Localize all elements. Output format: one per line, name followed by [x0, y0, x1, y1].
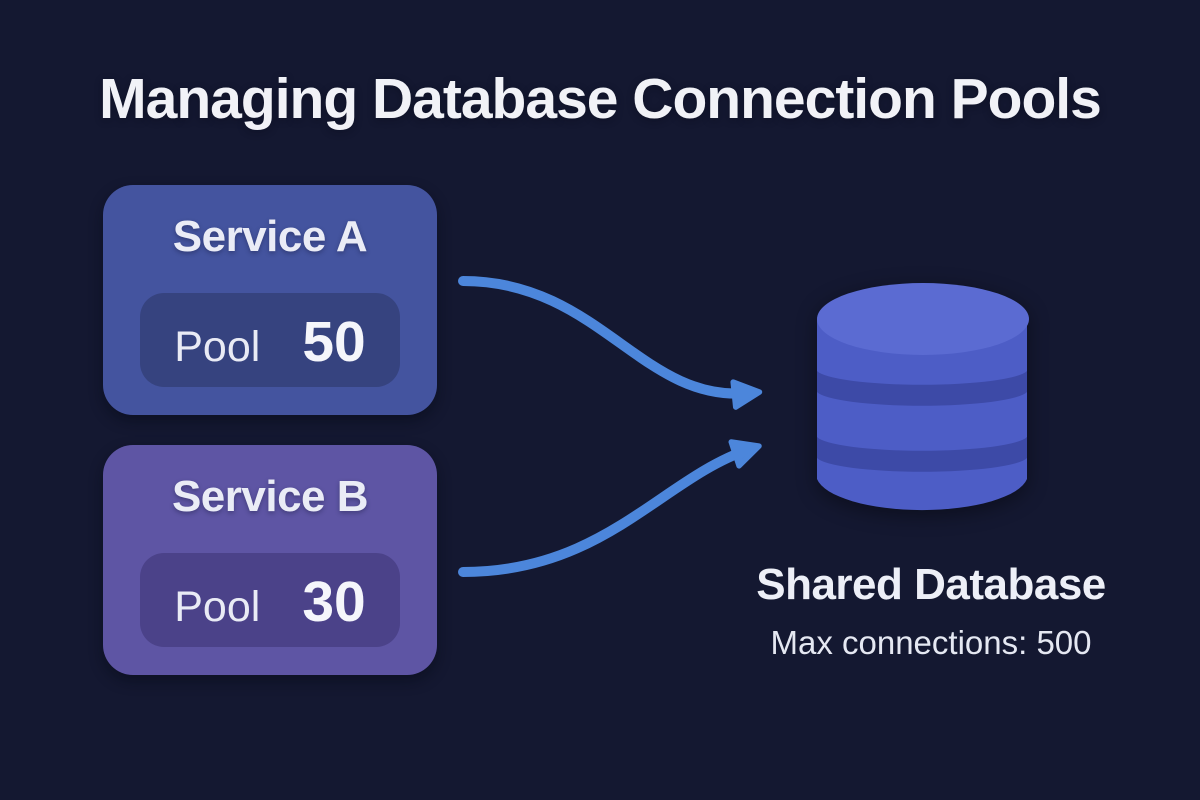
arrow-service-b-to-database-icon	[458, 439, 762, 577]
service-a-card: Service A Pool 50	[103, 185, 437, 415]
service-b-pool-size: 30	[302, 570, 366, 634]
service-a-pool-badge: Pool 50	[140, 293, 400, 387]
database-label: Shared Database	[756, 560, 1106, 609]
arrow-service-a-to-database-icon	[458, 276, 763, 410]
page-title: Managing Database Connection Pools	[99, 67, 1102, 131]
database-max-connections: Max connections: 500	[770, 624, 1092, 661]
service-a-pool-size: 50	[302, 310, 366, 374]
service-b-card: Service B Pool 30	[103, 445, 437, 675]
service-a-pool-label: Pool	[174, 323, 261, 371]
database-icon	[817, 283, 1029, 511]
service-a-name: Service A	[172, 212, 368, 261]
service-b-pool-label: Pool	[174, 583, 261, 631]
service-b-pool-badge: Pool 30	[140, 553, 400, 647]
service-b-name: Service B	[171, 472, 369, 521]
